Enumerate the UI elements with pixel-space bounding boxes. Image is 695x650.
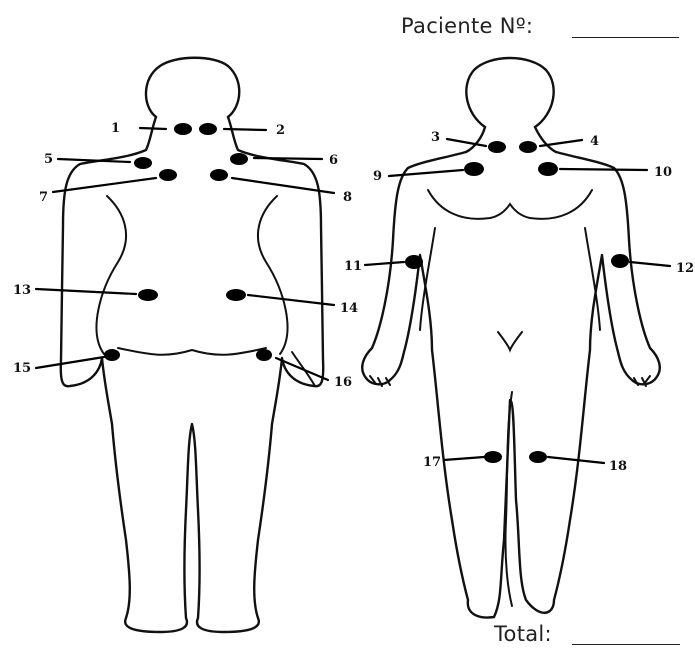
- point-label-17: 17: [423, 455, 441, 470]
- tender-point-6[interactable]: [230, 153, 248, 165]
- back-buttock-line: [118, 348, 266, 355]
- point-label-10: 10: [654, 165, 672, 180]
- tender-point-17[interactable]: [484, 451, 502, 463]
- front-view-figure: [362, 58, 660, 617]
- front-body-outline: [362, 127, 660, 617]
- point-label-1: 1: [111, 121, 120, 136]
- tender-point-7[interactable]: [159, 169, 177, 181]
- back-left-inner-arm: [97, 196, 127, 354]
- tender-point-13[interactable]: [138, 289, 158, 301]
- point-label-14: 14: [340, 301, 358, 316]
- leader-6: [254, 158, 322, 159]
- point-label-11: 11: [344, 259, 362, 274]
- leader-5: [58, 159, 130, 162]
- tender-point-5[interactable]: [134, 157, 152, 169]
- point-label-7: 7: [39, 190, 48, 205]
- point-label-8: 8: [343, 190, 352, 205]
- point-label-15: 15: [13, 361, 31, 376]
- leader-17: [444, 457, 484, 460]
- tender-points: 1 2 5 6 7 8 13 14 15: [13, 121, 694, 474]
- tender-point-1[interactable]: [174, 123, 192, 135]
- tender-point-2[interactable]: [199, 123, 217, 135]
- leader-13: [36, 289, 136, 294]
- back-right-inner-arm: [258, 196, 288, 354]
- tender-point-9[interactable]: [464, 162, 484, 176]
- front-chest-line: [428, 190, 592, 219]
- leader-10: [560, 169, 647, 170]
- front-head-outline: [466, 58, 553, 127]
- point-label-12: 12: [676, 261, 694, 276]
- tender-point-15[interactable]: [104, 349, 120, 361]
- tender-point-16[interactable]: [256, 349, 272, 361]
- point-label-4: 4: [590, 134, 599, 149]
- point-label-13: 13: [13, 283, 31, 298]
- leader-15: [36, 357, 104, 368]
- back-body-outline: [61, 117, 323, 632]
- leader-16: [276, 358, 328, 380]
- point-label-6: 6: [329, 153, 338, 168]
- point-label-16: 16: [334, 375, 352, 390]
- point-label-2: 2: [276, 123, 285, 138]
- front-groin-line: [498, 332, 522, 350]
- point-label-18: 18: [609, 459, 627, 474]
- point-label-5: 5: [44, 152, 53, 167]
- tender-point-12[interactable]: [611, 254, 629, 268]
- leader-1: [140, 128, 166, 129]
- leader-18: [548, 457, 604, 463]
- back-head-outline: [146, 58, 239, 117]
- tender-point-14[interactable]: [226, 289, 246, 301]
- leader-11: [365, 262, 404, 265]
- point-label-9: 9: [373, 169, 382, 184]
- front-inner-legs: [505, 392, 512, 606]
- tender-point-10[interactable]: [538, 162, 558, 176]
- leader-9: [389, 170, 463, 176]
- point-label-3: 3: [431, 130, 440, 145]
- tender-point-3[interactable]: [488, 141, 506, 153]
- tender-point-8[interactable]: [210, 169, 228, 181]
- tender-point-18[interactable]: [529, 451, 547, 463]
- tender-point-4[interactable]: [519, 141, 537, 153]
- leader-2: [224, 129, 266, 130]
- tender-point-11[interactable]: [405, 255, 423, 269]
- front-left-arm-inner: [420, 228, 435, 330]
- back-view-figure: [61, 58, 323, 632]
- leader-12: [630, 262, 670, 266]
